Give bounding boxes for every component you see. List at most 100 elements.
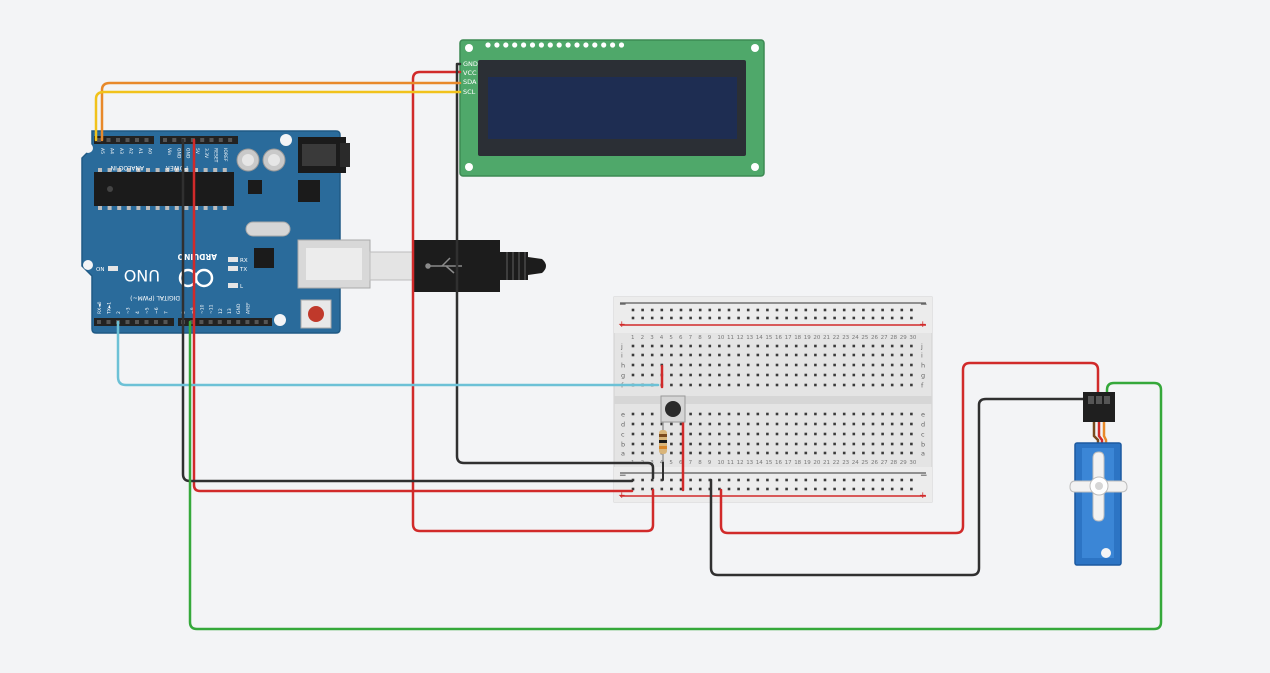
breadboard-hole[interactable] [631, 316, 635, 320]
breadboard-hole[interactable] [631, 412, 635, 416]
breadboard-hole[interactable] [794, 353, 798, 357]
breadboard-hole[interactable] [766, 442, 769, 446]
breadboard-hole[interactable] [862, 344, 865, 348]
breadboard-hole[interactable] [804, 422, 808, 426]
breadboard-hole[interactable] [814, 451, 817, 455]
breadboard-hole[interactable] [833, 487, 836, 491]
breadboard-hole[interactable] [775, 412, 779, 416]
breadboard-hole[interactable] [718, 383, 721, 387]
header-hole[interactable] [106, 320, 111, 324]
breadboard-hole[interactable] [823, 422, 827, 426]
breadboard-hole[interactable] [881, 353, 884, 357]
breadboard-hole[interactable] [794, 451, 798, 455]
breadboard-hole[interactable] [775, 451, 779, 455]
breadboard-hole[interactable] [650, 432, 654, 436]
breadboard-hole[interactable] [862, 422, 865, 426]
breadboard-hole[interactable] [814, 422, 817, 426]
breadboard-hole[interactable] [689, 432, 692, 436]
breadboard-hole[interactable] [842, 412, 846, 416]
breadboard-hole[interactable] [718, 373, 721, 377]
breadboard-hole[interactable] [756, 316, 760, 320]
breadboard-hole[interactable] [670, 451, 673, 455]
breadboard-hole[interactable] [756, 422, 760, 426]
breadboard-hole[interactable] [804, 487, 808, 491]
breadboard-hole[interactable] [756, 383, 760, 387]
breadboard-hole[interactable] [708, 353, 712, 357]
breadboard-hole[interactable] [670, 308, 673, 312]
breadboard-hole[interactable] [727, 422, 731, 426]
breadboard-hole[interactable] [785, 451, 788, 455]
breadboard-hole[interactable] [679, 344, 683, 348]
breadboard-hole[interactable] [833, 373, 836, 377]
breadboard-hole[interactable] [650, 487, 654, 491]
breadboard-hole[interactable] [785, 363, 788, 367]
lcd-module[interactable]: GND VCC SDA SCL [459, 39, 765, 177]
breadboard-hole[interactable] [804, 383, 808, 387]
breadboard-hole[interactable] [698, 487, 702, 491]
breadboard-hole[interactable] [852, 316, 856, 320]
breadboard-hole[interactable] [631, 353, 635, 357]
breadboard-hole[interactable] [718, 487, 721, 491]
breadboard-hole[interactable] [766, 451, 769, 455]
power-header[interactable] [160, 136, 238, 144]
breadboard-hole[interactable] [746, 432, 750, 436]
breadboard-hole[interactable] [785, 412, 788, 416]
breadboard-hole[interactable] [718, 478, 721, 482]
breadboard-hole[interactable] [794, 308, 798, 312]
breadboard-hole[interactable] [881, 451, 884, 455]
breadboard-hole[interactable] [718, 422, 721, 426]
breadboard-hole[interactable] [737, 487, 740, 491]
breadboard-hole[interactable] [775, 373, 779, 377]
breadboard-hole[interactable] [852, 451, 856, 455]
breadboard-hole[interactable] [679, 308, 683, 312]
breadboard-hole[interactable] [900, 412, 904, 416]
wire-lcd-vcc-red[interactable] [411, 70, 655, 533]
breadboard-hole[interactable] [910, 487, 913, 491]
breadboard-hole[interactable] [900, 487, 904, 491]
breadboard-hole[interactable] [698, 478, 702, 482]
breadboard-hole[interactable] [862, 487, 865, 491]
breadboard-hole[interactable] [737, 432, 740, 436]
digital-header-high[interactable] [178, 318, 272, 326]
breadboard-hole[interactable] [746, 353, 750, 357]
breadboard-hole[interactable] [718, 432, 721, 436]
breadboard-hole[interactable] [756, 353, 760, 357]
breadboard-hole[interactable] [852, 308, 856, 312]
breadboard-hole[interactable] [766, 412, 769, 416]
breadboard-hole[interactable] [852, 363, 856, 367]
breadboard-hole[interactable] [689, 316, 692, 320]
breadboard-hole[interactable] [871, 412, 875, 416]
breadboard-hole[interactable] [679, 422, 683, 426]
breadboard-hole[interactable] [785, 353, 788, 357]
breadboard-hole[interactable] [708, 451, 712, 455]
breadboard-hole[interactable] [785, 478, 788, 482]
breadboard-hole[interactable] [910, 422, 913, 426]
breadboard-hole[interactable] [746, 383, 750, 387]
breadboard-hole[interactable] [641, 316, 644, 320]
breadboard-hole[interactable] [900, 422, 904, 426]
breadboard-hole[interactable] [679, 487, 683, 491]
breadboard-hole[interactable] [823, 478, 827, 482]
breadboard-hole[interactable] [890, 478, 894, 482]
breadboard-hole[interactable] [746, 363, 750, 367]
breadboard-hole[interactable] [871, 353, 875, 357]
breadboard-hole[interactable] [890, 383, 894, 387]
breadboard-hole[interactable] [833, 422, 836, 426]
breadboard-hole[interactable] [775, 442, 779, 446]
breadboard-hole[interactable] [727, 487, 731, 491]
breadboard-hole[interactable] [650, 363, 654, 367]
breadboard-hole[interactable] [718, 344, 721, 348]
breadboard-hole[interactable] [679, 432, 683, 436]
breadboard-hole[interactable] [737, 442, 740, 446]
breadboard-hole[interactable] [727, 316, 731, 320]
breadboard-hole[interactable] [631, 442, 635, 446]
breadboard-hole[interactable] [881, 442, 884, 446]
breadboard-hole[interactable] [900, 451, 904, 455]
breadboard-hole[interactable] [775, 422, 779, 426]
breadboard-hole[interactable] [727, 363, 731, 367]
breadboard-hole[interactable] [746, 373, 750, 377]
digital-header-low[interactable] [94, 318, 174, 326]
breadboard-hole[interactable] [900, 373, 904, 377]
wire-scl-yellow[interactable] [94, 90, 462, 142]
usb-b-port[interactable] [297, 239, 371, 289]
